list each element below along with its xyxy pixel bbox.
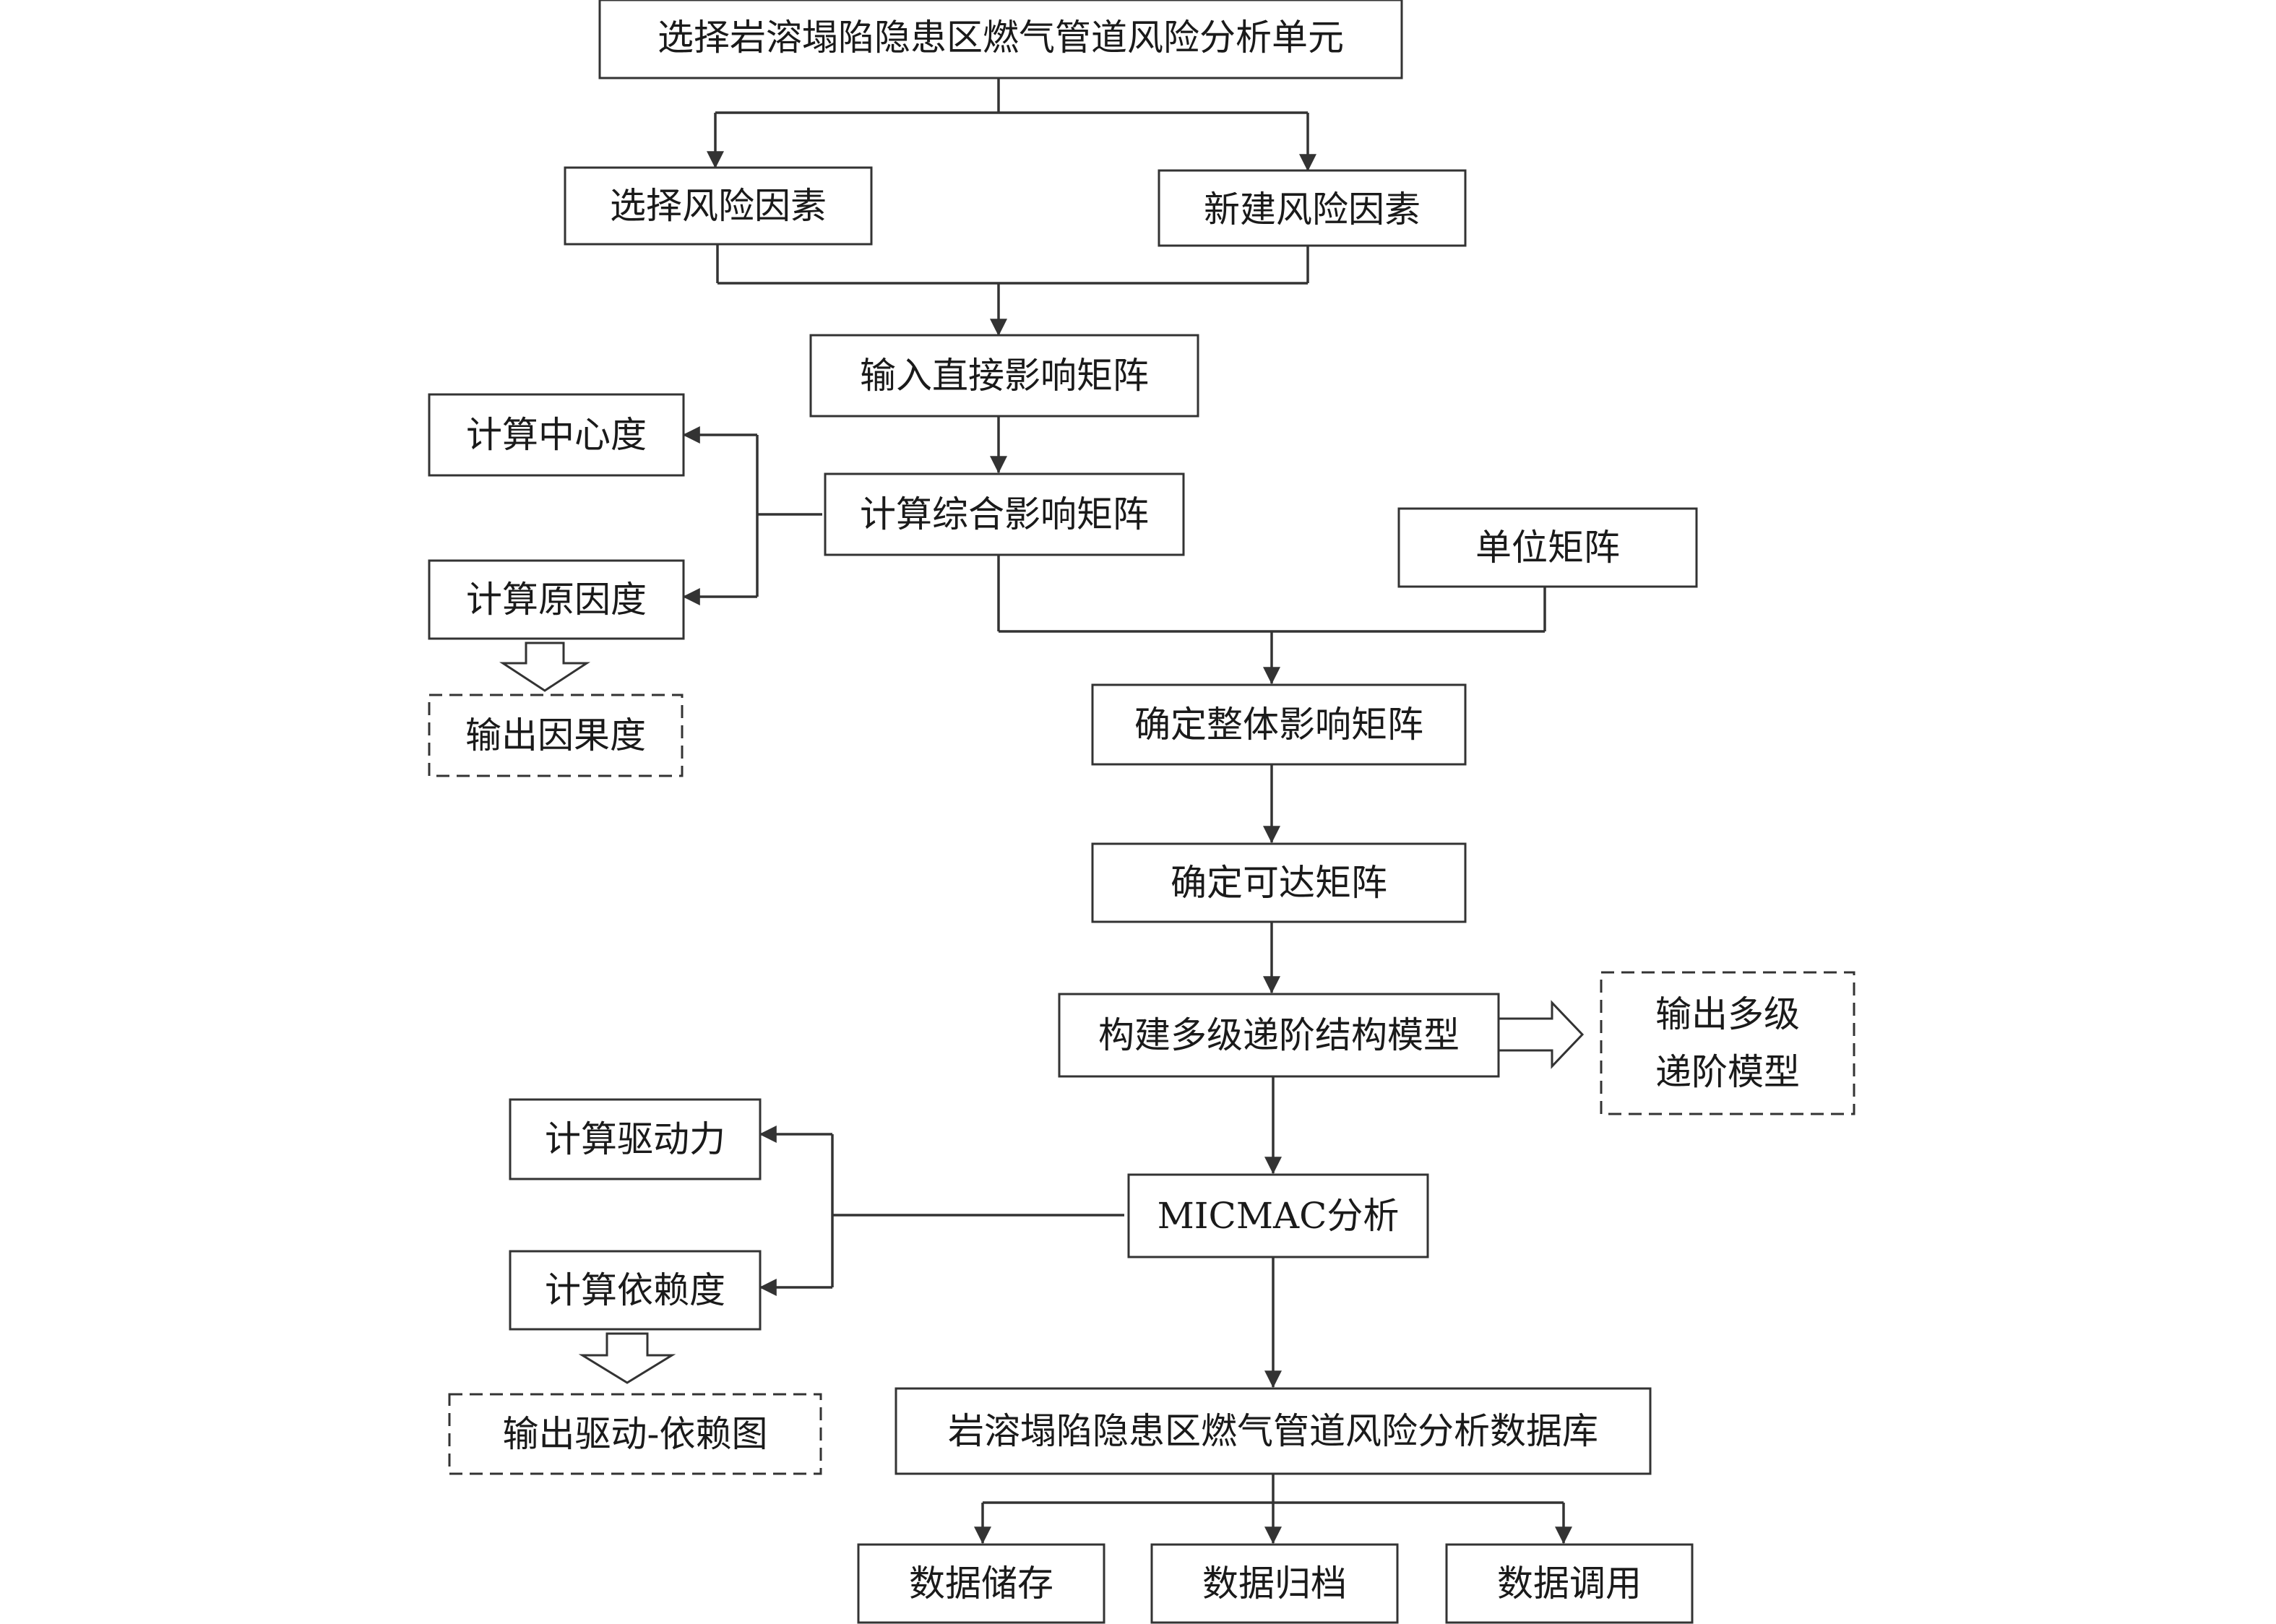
- node-input-direct-matrix: 输入直接影响矩阵: [809, 334, 1199, 418]
- node-identity-matrix: 单位矩阵: [1397, 507, 1698, 588]
- node-calc-driving-power: 计算驱动力: [509, 1098, 762, 1180]
- node-label: 输入直接影响矩阵: [860, 355, 1149, 397]
- node-data-archive: 数据归档: [1150, 1543, 1399, 1624]
- node-label: 计算依赖度: [545, 1269, 725, 1311]
- hollow-arrow-down-causality: [499, 642, 591, 692]
- node-label: 输出因果度: [465, 714, 646, 756]
- node-calc-composite-matrix: 计算综合影响矩阵: [824, 472, 1185, 556]
- node-select-factors: 选择风险因素: [564, 166, 873, 246]
- node-output-hierarchy-model: 输出多级 递阶模型: [1600, 971, 1855, 1115]
- node-label: 数据归档: [1202, 1563, 1347, 1604]
- node-label: 计算中心度: [466, 414, 647, 456]
- node-label: 岩溶塌陷隐患区燃气管道风险分析数据库: [948, 1410, 1598, 1452]
- node-label: 确定可达矩阵: [1171, 862, 1387, 904]
- node-calc-centrality: 计算中心度: [428, 393, 685, 477]
- node-calc-dependence: 计算依赖度: [509, 1250, 762, 1331]
- node-label: 数据储存: [909, 1563, 1053, 1604]
- node-label-line2: 递阶模型: [1655, 1051, 1800, 1093]
- node-build-hierarchy-model: 构建多级递阶结构模型: [1058, 993, 1500, 1078]
- node-label: 计算驱动力: [545, 1118, 725, 1160]
- node-data-storage: 数据储存: [857, 1543, 1105, 1624]
- node-label: 构建多级递阶结构模型: [1098, 1014, 1460, 1056]
- node-reachability-matrix: 确定可达矩阵: [1091, 842, 1467, 923]
- node-new-factors: 新建风险因素: [1158, 169, 1467, 247]
- node-label-line1: 输出多级: [1655, 993, 1800, 1035]
- node-label: 输出驱动-依赖图: [503, 1413, 768, 1455]
- node-label: 计算综合影响矩阵: [860, 493, 1149, 535]
- node-label: 单位矩阵: [1475, 527, 1620, 569]
- node-label: 数据调用: [1497, 1563, 1642, 1604]
- hollow-arrows: [499, 642, 1585, 1384]
- node-label: 计算原因度: [466, 579, 647, 621]
- node-label: 确定整体影响矩阵: [1134, 704, 1423, 746]
- node-output-causality: 输出因果度: [428, 694, 684, 777]
- node-data-call: 数据调用: [1445, 1543, 1694, 1624]
- node-output-driving-dependence: 输出驱动-依赖图: [448, 1393, 822, 1475]
- node-label: MICMAC分析: [1158, 1195, 1400, 1237]
- hollow-arrow-right-hierarchy: [1497, 1000, 1585, 1069]
- node-overall-matrix: 确定整体影响矩阵: [1091, 683, 1467, 766]
- node-select-unit: 选择岩溶塌陷隐患区燃气管道风险分析单元: [598, 0, 1403, 79]
- connectors: [682, 78, 1572, 1545]
- node-calc-cause-degree: 计算原因度: [428, 559, 685, 640]
- node-label: 选择风险因素: [610, 185, 827, 227]
- node-micmac: MICMAC分析: [1127, 1173, 1429, 1258]
- node-database: 岩溶塌陷隐患区燃气管道风险分析数据库: [895, 1387, 1652, 1475]
- node-label: 新建风险因素: [1204, 189, 1421, 230]
- hollow-arrow-down-driving-dependence: [578, 1332, 676, 1384]
- node-label: 选择岩溶塌陷隐患区燃气管道风险分析单元: [658, 17, 1344, 59]
